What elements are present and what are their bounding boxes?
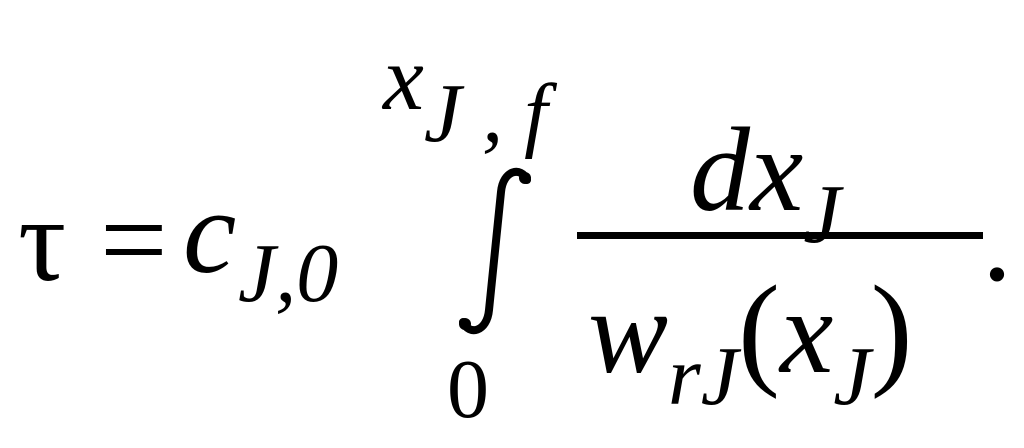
tau-symbol: τ <box>18 173 67 306</box>
fraction-bar <box>577 232 983 239</box>
integral-lower-limit: 0 <box>447 343 489 436</box>
denominator-arg-subscript: J <box>833 330 871 423</box>
fraction-denominator: wrJ(xJ) <box>588 268 913 419</box>
integral-upper-limit: xJ , f <box>383 32 547 156</box>
denominator-arg: x <box>780 265 834 398</box>
coefficient-subscript: J,0 <box>238 227 339 320</box>
coefficient-c: c <box>183 165 237 298</box>
denominator-w: w <box>588 265 669 398</box>
close-paren: ) <box>870 261 913 400</box>
denominator-subscript: rJ <box>668 330 739 423</box>
upper-limit-variable: x <box>383 27 424 129</box>
numerator-dx: dx <box>690 103 804 236</box>
upper-limit-subscript: J , f <box>423 67 548 160</box>
equals-sign: = <box>100 173 168 306</box>
fraction-numerator: dxJ <box>690 110 841 257</box>
integral-sign-icon <box>459 167 531 335</box>
open-paren: ( <box>738 261 780 400</box>
period: . <box>982 173 1012 306</box>
numerator-subscript: J <box>803 168 841 261</box>
